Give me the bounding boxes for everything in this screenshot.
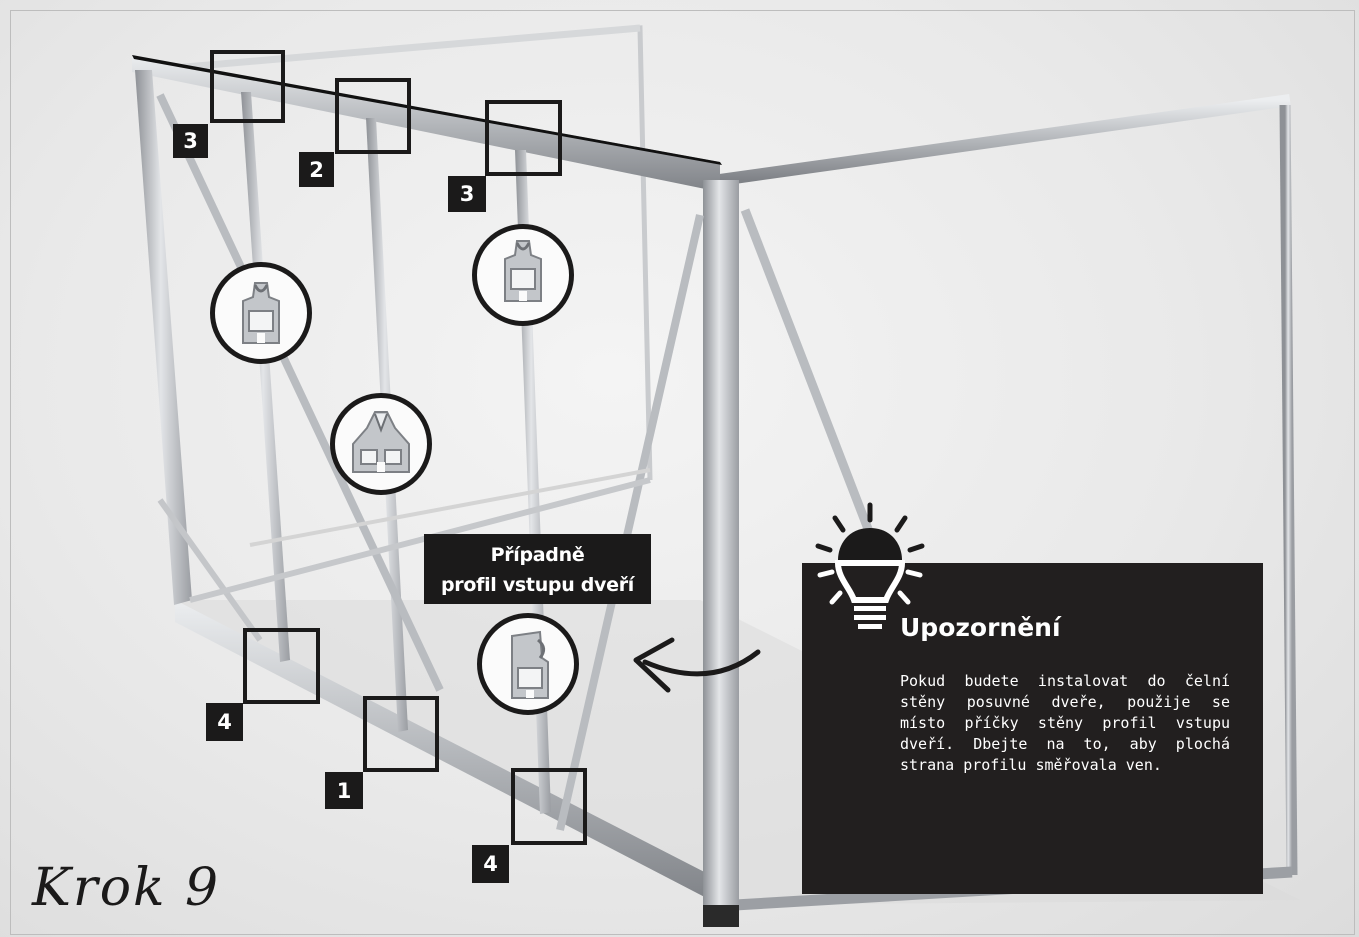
crossbar-profile-icon bbox=[330, 393, 432, 495]
detail-box-top-left bbox=[210, 50, 285, 123]
detail-box-top-middle bbox=[335, 78, 411, 154]
callout-number-bottom-left: 4 bbox=[206, 703, 243, 741]
wall-profile-icon bbox=[472, 224, 574, 326]
callout-number-top-left: 3 bbox=[173, 124, 208, 158]
note-text: Pokud budete instalovat do čelní stěny p… bbox=[900, 672, 1230, 774]
callout-number-bottom-middle: 1 bbox=[325, 772, 363, 809]
note-title: Upozornění bbox=[900, 613, 1061, 642]
lightbulb-icon bbox=[815, 502, 925, 629]
wall-profile-icon bbox=[210, 262, 312, 364]
detail-box-bottom-middle bbox=[363, 696, 439, 772]
door-entry-profile-icon bbox=[477, 613, 579, 715]
detail-box-bottom-left bbox=[243, 628, 320, 704]
door-label-line1: Případně bbox=[490, 544, 585, 566]
callout-number-top-middle: 2 bbox=[299, 152, 334, 187]
detail-box-top-right bbox=[485, 100, 562, 176]
door-label-line2: profil vstupu dveří bbox=[440, 574, 635, 596]
detail-box-bottom-right bbox=[511, 768, 587, 845]
callout-number-bottom-right: 4 bbox=[472, 845, 509, 883]
door-profile-label: Případně profil vstupu dveří bbox=[424, 534, 651, 604]
step-label: Krok 9 bbox=[32, 858, 221, 918]
callout-number-top-right: 3 bbox=[448, 176, 486, 212]
